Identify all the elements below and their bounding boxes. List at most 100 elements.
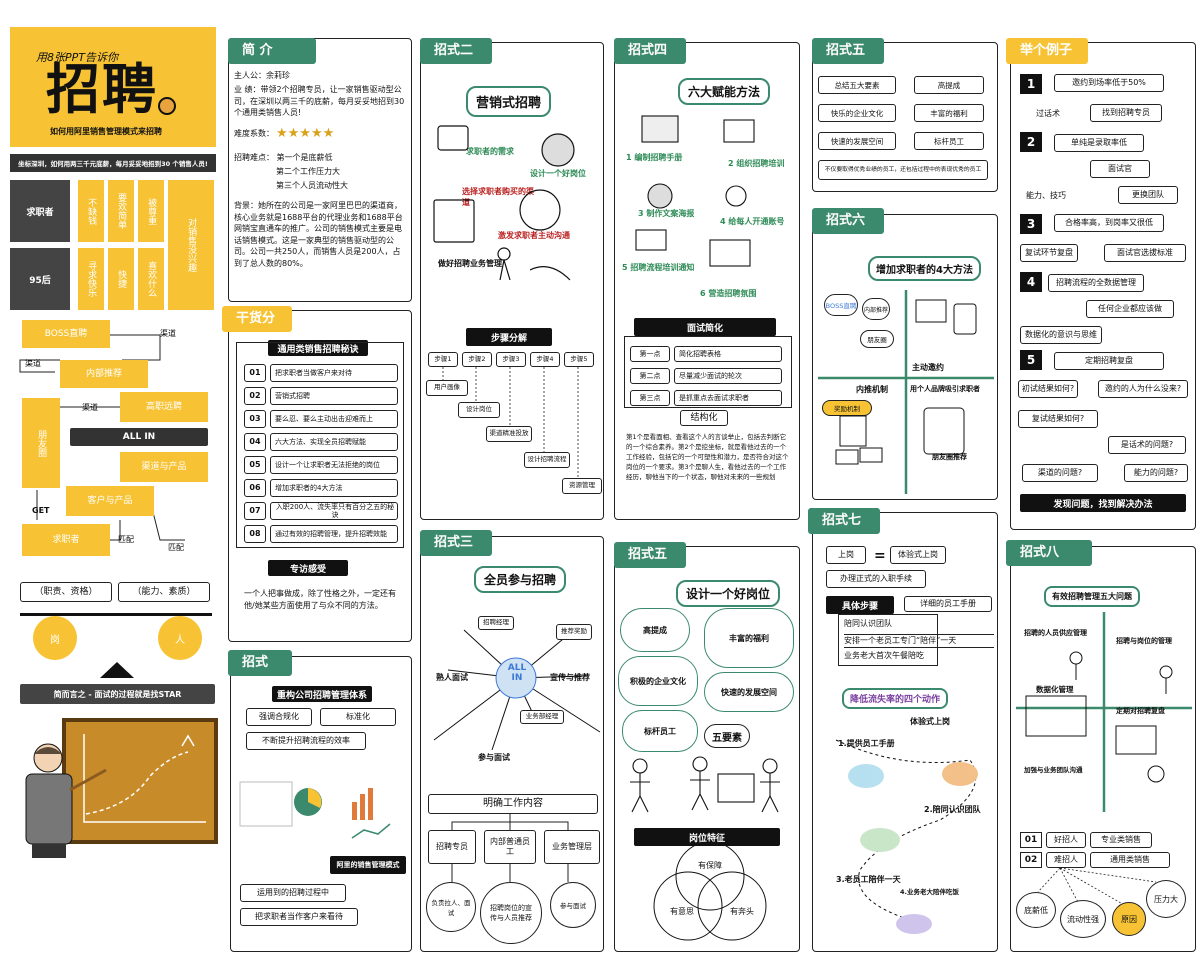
tip-number: 03 (244, 410, 266, 428)
example-item: 是话术的问题? (1108, 436, 1186, 454)
scale-fulcrum (100, 662, 134, 678)
m7-list-item: 安排一个老员工专门“陪伴”一天 (844, 634, 994, 648)
interview-point-key: 第二点 (630, 368, 670, 384)
m2-sketch-label: 激发求职者主动沟通 (498, 231, 570, 240)
step-outcome: 设计岗位 (458, 402, 500, 418)
cover-subtitle-bottom: 如何用阿里销售管理模式来招聘 (50, 127, 162, 136)
job-bubble: 高提成 (620, 608, 690, 652)
m3-tree (451, 814, 569, 882)
interview-title: 面试简化 (634, 318, 776, 336)
interview-point-value: 是抓重点去面试求职者 (674, 390, 782, 406)
m3-role: 业务管理层 (544, 830, 600, 864)
tips-header: 干货分享 (222, 306, 292, 352)
flow-customer-product: 客户与产品 (66, 486, 154, 516)
steps-title: 步骤分解 (466, 328, 552, 346)
step-box: 步骤4 (530, 352, 560, 367)
interview-point-key: 第三点 (630, 390, 670, 406)
m8-row-a: 好招人 (1046, 832, 1086, 848)
job-bubble: 标杆员工 (622, 710, 698, 752)
m8-sketch: 数据化管理 (1036, 685, 1074, 694)
m7-handbook: 详细的员工手册 (904, 596, 992, 612)
tip-text: 设计一个让求职者无法拒绝的岗位 (270, 456, 398, 474)
m3-sub: 负责拉人、面试 (426, 882, 476, 932)
need-tile: 喜欢什么 (138, 248, 164, 310)
intro-line: 背景：她所在的公司是一家阿里巴巴的渠道商，核心业务就是1688平台的代理业务和1… (234, 201, 403, 268)
flow-friends: 朋友圈 (22, 398, 60, 488)
m7-header: 招式七 (808, 508, 880, 534)
m5b-right: 丰富的福利 (914, 104, 984, 122)
reason-bubble: 原因 (1112, 902, 1146, 936)
m6-item: 内部推荐 (862, 298, 890, 320)
cover-banner: 坐标深圳，如何用两三千元底薪，每月妥妥地招到30 个销售人员! (10, 154, 216, 172)
m7-step: 4.业务老大陪伴吃饭 (900, 888, 959, 896)
venn-label: 有保障 (698, 861, 722, 870)
scale-ball-left-label: 岗 (50, 634, 60, 646)
tip-number: 05 (244, 456, 266, 474)
m4-item: 4 给每人开通账号 (720, 217, 785, 226)
m5b-header: 招式五 (812, 38, 884, 64)
m6-item: 朋友圈 (860, 330, 894, 348)
need-tile: 快捷 (108, 248, 134, 310)
m4-header: 招式四 (614, 38, 686, 64)
reason-bubble: 压力大 (1146, 880, 1186, 918)
tip-number: 07 (244, 502, 266, 520)
venn-label: 有奔头 (730, 907, 754, 916)
m7-steps-label: 具体步骤 (826, 596, 894, 614)
m8-row-number: 01 (1020, 832, 1042, 848)
scale-ball-left: 岗 (33, 616, 77, 660)
cover-poster: 用8张PPT告诉你 招聘 如何用阿里销售管理模式来招聘 (10, 27, 216, 147)
reason-bubble: 底薪低 (1016, 892, 1056, 928)
flow-get: GET (32, 506, 50, 515)
m5b-left: 总结五大要素 (818, 76, 896, 94)
m5a-figures (630, 756, 780, 813)
m7-c: 办理正式的入职手续 (826, 570, 926, 588)
m7-b: 体验式上岗 (890, 546, 946, 564)
tip-text: 增加求职者的4大方法 (270, 479, 398, 497)
example-item: 数据化的意识与思维 (1020, 326, 1102, 344)
intro-line: 业 绩：带领2个招聘专员，让一家销售驱动型公司，在深圳以两三千的底薪，每月妥妥地… (234, 85, 405, 118)
need-tile: 被尊重 (138, 180, 164, 242)
step-box: 步骤5 (564, 352, 594, 367)
intro-line: 主人公：余莉珍 (234, 71, 290, 80)
m8-sketch: 定期对招聘复盘 (1116, 707, 1165, 715)
flow-channel-label: 渠道 (160, 329, 176, 338)
structured-label: 结构化 (680, 410, 728, 426)
example-footer: 发现问题，找到解决办法 (1020, 494, 1186, 512)
m4-item: 5 招聘流程培训通知 (622, 263, 695, 272)
tip-text: 通过有效的招聘管理，提升招聘效能 (270, 525, 398, 543)
m7-list-item: 业务老大首次午餐陪吃 (844, 651, 924, 660)
m4-item: 2 组织招聘培训 (728, 159, 785, 168)
interview-point-value: 简化招聘表格 (674, 346, 782, 362)
m5b-right: 标杆员工 (914, 132, 984, 150)
m4-item: 3 制作文案海报 (638, 209, 695, 218)
m2-title: 营销式招聘 (466, 86, 552, 117)
m4-title: 六大赋能方法 (678, 78, 771, 105)
intro-panel (228, 38, 412, 302)
example-title: 邀约到场率低于50% (1054, 74, 1164, 92)
m8-row-b: 通用类销售 (1090, 852, 1170, 868)
scale-right-label: （能力、素质） (118, 582, 210, 602)
summary-bar: 简而言之 - 面试的过程就是找STAR (20, 684, 215, 704)
step-outcome: 设计招聘流程 (524, 452, 570, 468)
intro-line: 招聘难点： 第一个是底薪低 (234, 153, 333, 162)
ali-model: 阿里的销售管理模式 (330, 856, 406, 874)
m7-list (838, 614, 938, 666)
scale-ball-right: 人 (158, 616, 202, 660)
teacher-figure (25, 743, 107, 858)
m8-header: 招式八 (1006, 540, 1092, 566)
flow-seeker: 求职者 (22, 524, 110, 556)
flow-boss: BOSS直聘 (22, 320, 110, 348)
job-bubble: 五要素 (704, 724, 750, 748)
flow-channel-label: 渠道 (25, 359, 41, 368)
m7-step: 3.老员工陪伴一天 (836, 875, 901, 884)
m8-sketches (1025, 651, 1173, 783)
example-number: 2 (1020, 132, 1042, 152)
m7-step: 2.陪同认识团队 (924, 805, 981, 814)
step-box: 步骤1 (428, 352, 458, 367)
example-title: 单纯是录取率低 (1054, 134, 1144, 152)
m7-a: 上岗 (826, 546, 866, 564)
m2-sketch-label: 做好招聘业务管理 (438, 259, 502, 268)
example-item: 能力的问题? (1124, 464, 1188, 482)
example-number: 1 (1020, 74, 1042, 94)
